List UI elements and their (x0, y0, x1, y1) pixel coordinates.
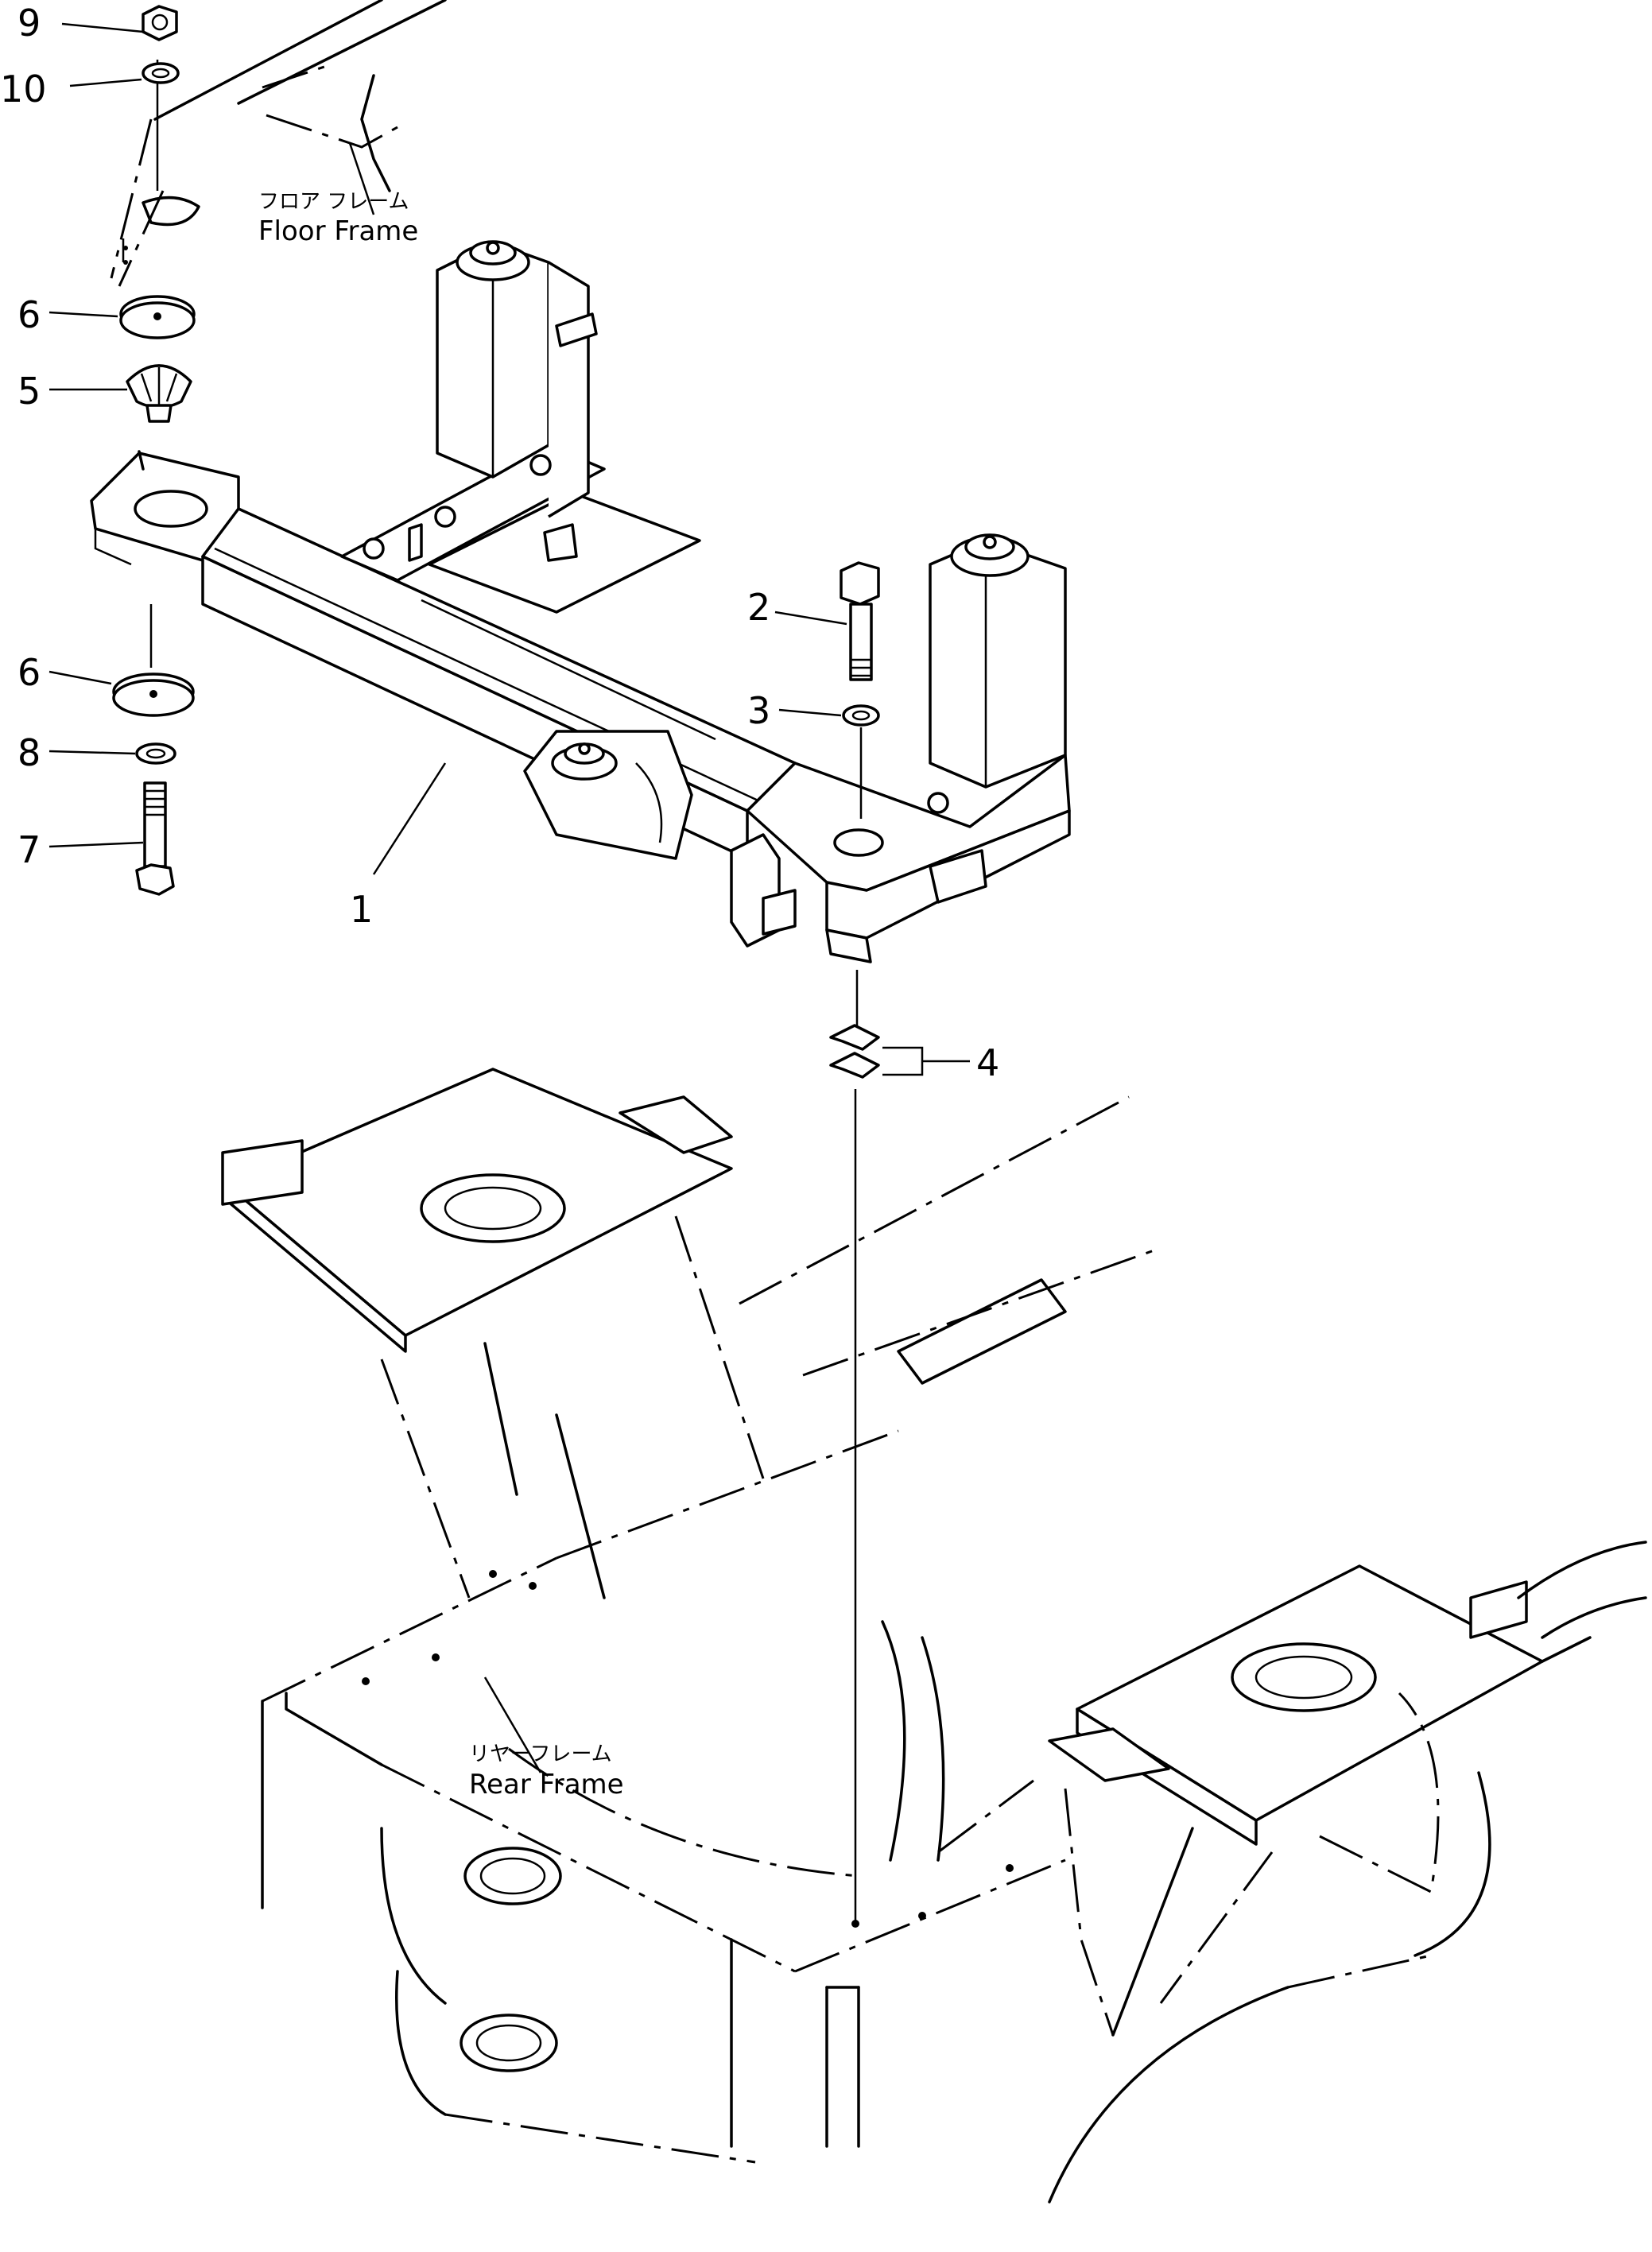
nut-part-9 (142, 5, 178, 41)
callout-1: 1 (350, 888, 373, 931)
shim-part-4 (829, 1024, 924, 1079)
rear-frame-label-jp: リヤーフレーム (469, 1742, 612, 1766)
callout-9: 9 (17, 2, 41, 45)
cushion-plate-part-6-lower (112, 672, 195, 717)
bolt-part-7 (135, 781, 175, 896)
callout-10: 10 (0, 68, 47, 110)
callout-numbers: 9 10 6 5 6 8 7 1 2 3 4 (0, 2, 999, 1084)
callout-6-upper: 6 (17, 293, 41, 336)
callout-2: 2 (747, 586, 770, 629)
washer-part-3 (842, 704, 880, 727)
bolt-part-2 (840, 561, 880, 681)
callout-5: 5 (17, 370, 41, 413)
washer-part-10 (142, 62, 180, 84)
support-frame-part-1 (90, 240, 1071, 963)
washer-part-8 (135, 742, 176, 765)
rear-frame-outline (221, 1068, 1647, 2204)
callout-3: 3 (747, 689, 770, 732)
floor-frame-label-jp: フロア フレーム (258, 190, 409, 214)
cushion-plate-part-6-upper (119, 295, 196, 339)
floor-frame-label-en: Floor Frame (258, 215, 418, 247)
rear-frame-label-en: Rear Frame (469, 1769, 624, 1800)
leader-lines (48, 22, 970, 1773)
rubber-mount-part-5 (126, 364, 192, 423)
callout-4: 4 (976, 1041, 999, 1084)
callout-7: 7 (17, 828, 41, 871)
floor-frame-outline (110, 0, 447, 287)
mount-stack-left (112, 5, 196, 896)
frame-labels: フロア フレーム Floor Frame リヤーフレーム Rear Frame (258, 190, 624, 1800)
callout-8: 8 (17, 731, 41, 774)
callout-6-lower: 6 (17, 651, 41, 694)
